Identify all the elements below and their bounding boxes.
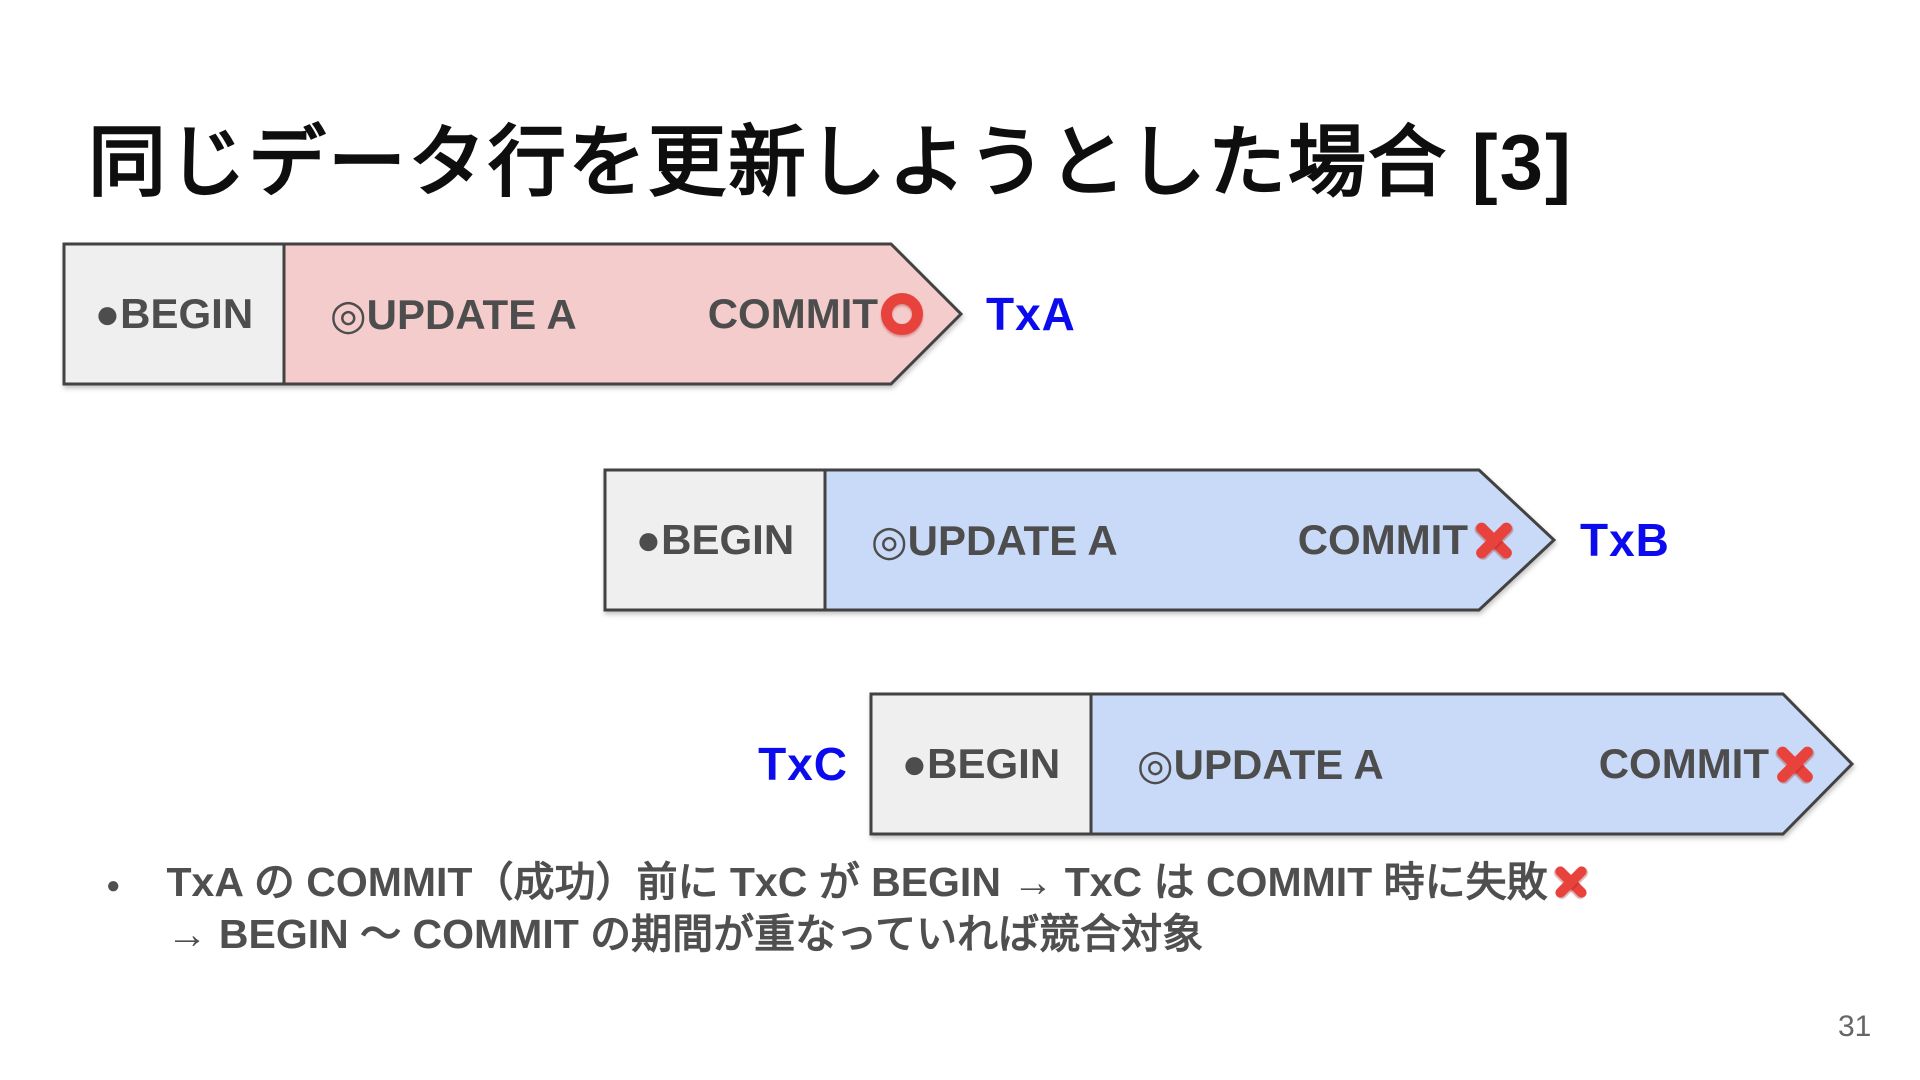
txa-arrow-shape [62, 242, 964, 386]
txa-begin-label: ●BEGIN [94, 290, 254, 337]
txa-commit-wrap: COMMIT [708, 290, 923, 338]
txa-commit-label: COMMIT [707, 290, 878, 337]
txc-body-cell: ◎UPDATE A COMMIT [1091, 694, 1855, 834]
txb-commit-wrap: COMMIT [1298, 516, 1516, 564]
cross-mark-icon [1773, 742, 1817, 786]
transaction-row-txc: ●BEGIN ◎UPDATE A COMMIT [869, 692, 1855, 836]
txb-arrow-shape [603, 468, 1557, 612]
txb-commit-label: COMMIT [1297, 516, 1468, 563]
slide-title: 同じデータ行を更新しようとした場合 [3] [88, 118, 1574, 206]
cross-mark-icon [1472, 518, 1516, 562]
txa-name-label: TxA [986, 288, 1076, 340]
heavy-circle-icon [881, 293, 923, 335]
bullet-marker: ● [106, 872, 121, 899]
page-number: 31 [1838, 1010, 1872, 1043]
txc-update-label: ◎UPDATE A [1137, 740, 1384, 788]
txc-commit-wrap: COMMIT [1599, 740, 1817, 788]
notes-bullet-block: ● TxA の COMMIT（成功）前に TxC が BEGIN → TxC は… [106, 856, 1590, 960]
notes-line-1-text: TxA の COMMIT（成功）前に TxC が BEGIN → TxC は C… [166, 859, 1548, 905]
txb-body-cell: ◎UPDATE A COMMIT [825, 470, 1554, 610]
txb-body-arrow-shape [823, 468, 1557, 612]
notes-line-2: → BEGIN ～ COMMIT の期間が重なっていれば競合対象 [167, 908, 1590, 960]
txa-body-cell: ◎UPDATE A COMMIT [284, 244, 961, 384]
notes-line-2-text: → BEGIN ～ COMMIT の期間が重なっていれば競合対象 [166, 911, 1204, 957]
txa-update-label: ◎UPDATE A [330, 290, 577, 338]
txc-commit-label: COMMIT [1598, 740, 1769, 787]
txc-body-arrow-shape [1089, 692, 1855, 836]
txc-arrow-shape [869, 692, 1855, 836]
txc-name-label: TxC [758, 738, 848, 790]
cross-mark-icon [1552, 863, 1590, 901]
txb-begin-label: ●BEGIN [635, 516, 795, 563]
txc-begin-label: ●BEGIN [901, 740, 1061, 787]
begin-box-shape [62, 242, 286, 386]
txa-body-arrow-shape [282, 242, 964, 386]
transaction-row-txb: ●BEGIN ◎UPDATE A COMMIT [603, 468, 1557, 612]
begin-box-shape [603, 468, 827, 612]
transaction-row-txa: ●BEGIN ◎UPDATE A COMMIT [62, 242, 964, 386]
txb-update-label: ◎UPDATE A [871, 516, 1118, 564]
notes-lines: TxA の COMMIT（成功）前に TxC が BEGIN → TxC は C… [167, 856, 1590, 960]
txb-name-label: TxB [1580, 514, 1670, 566]
notes-line-1: TxA の COMMIT（成功）前に TxC が BEGIN → TxC は C… [167, 856, 1590, 908]
